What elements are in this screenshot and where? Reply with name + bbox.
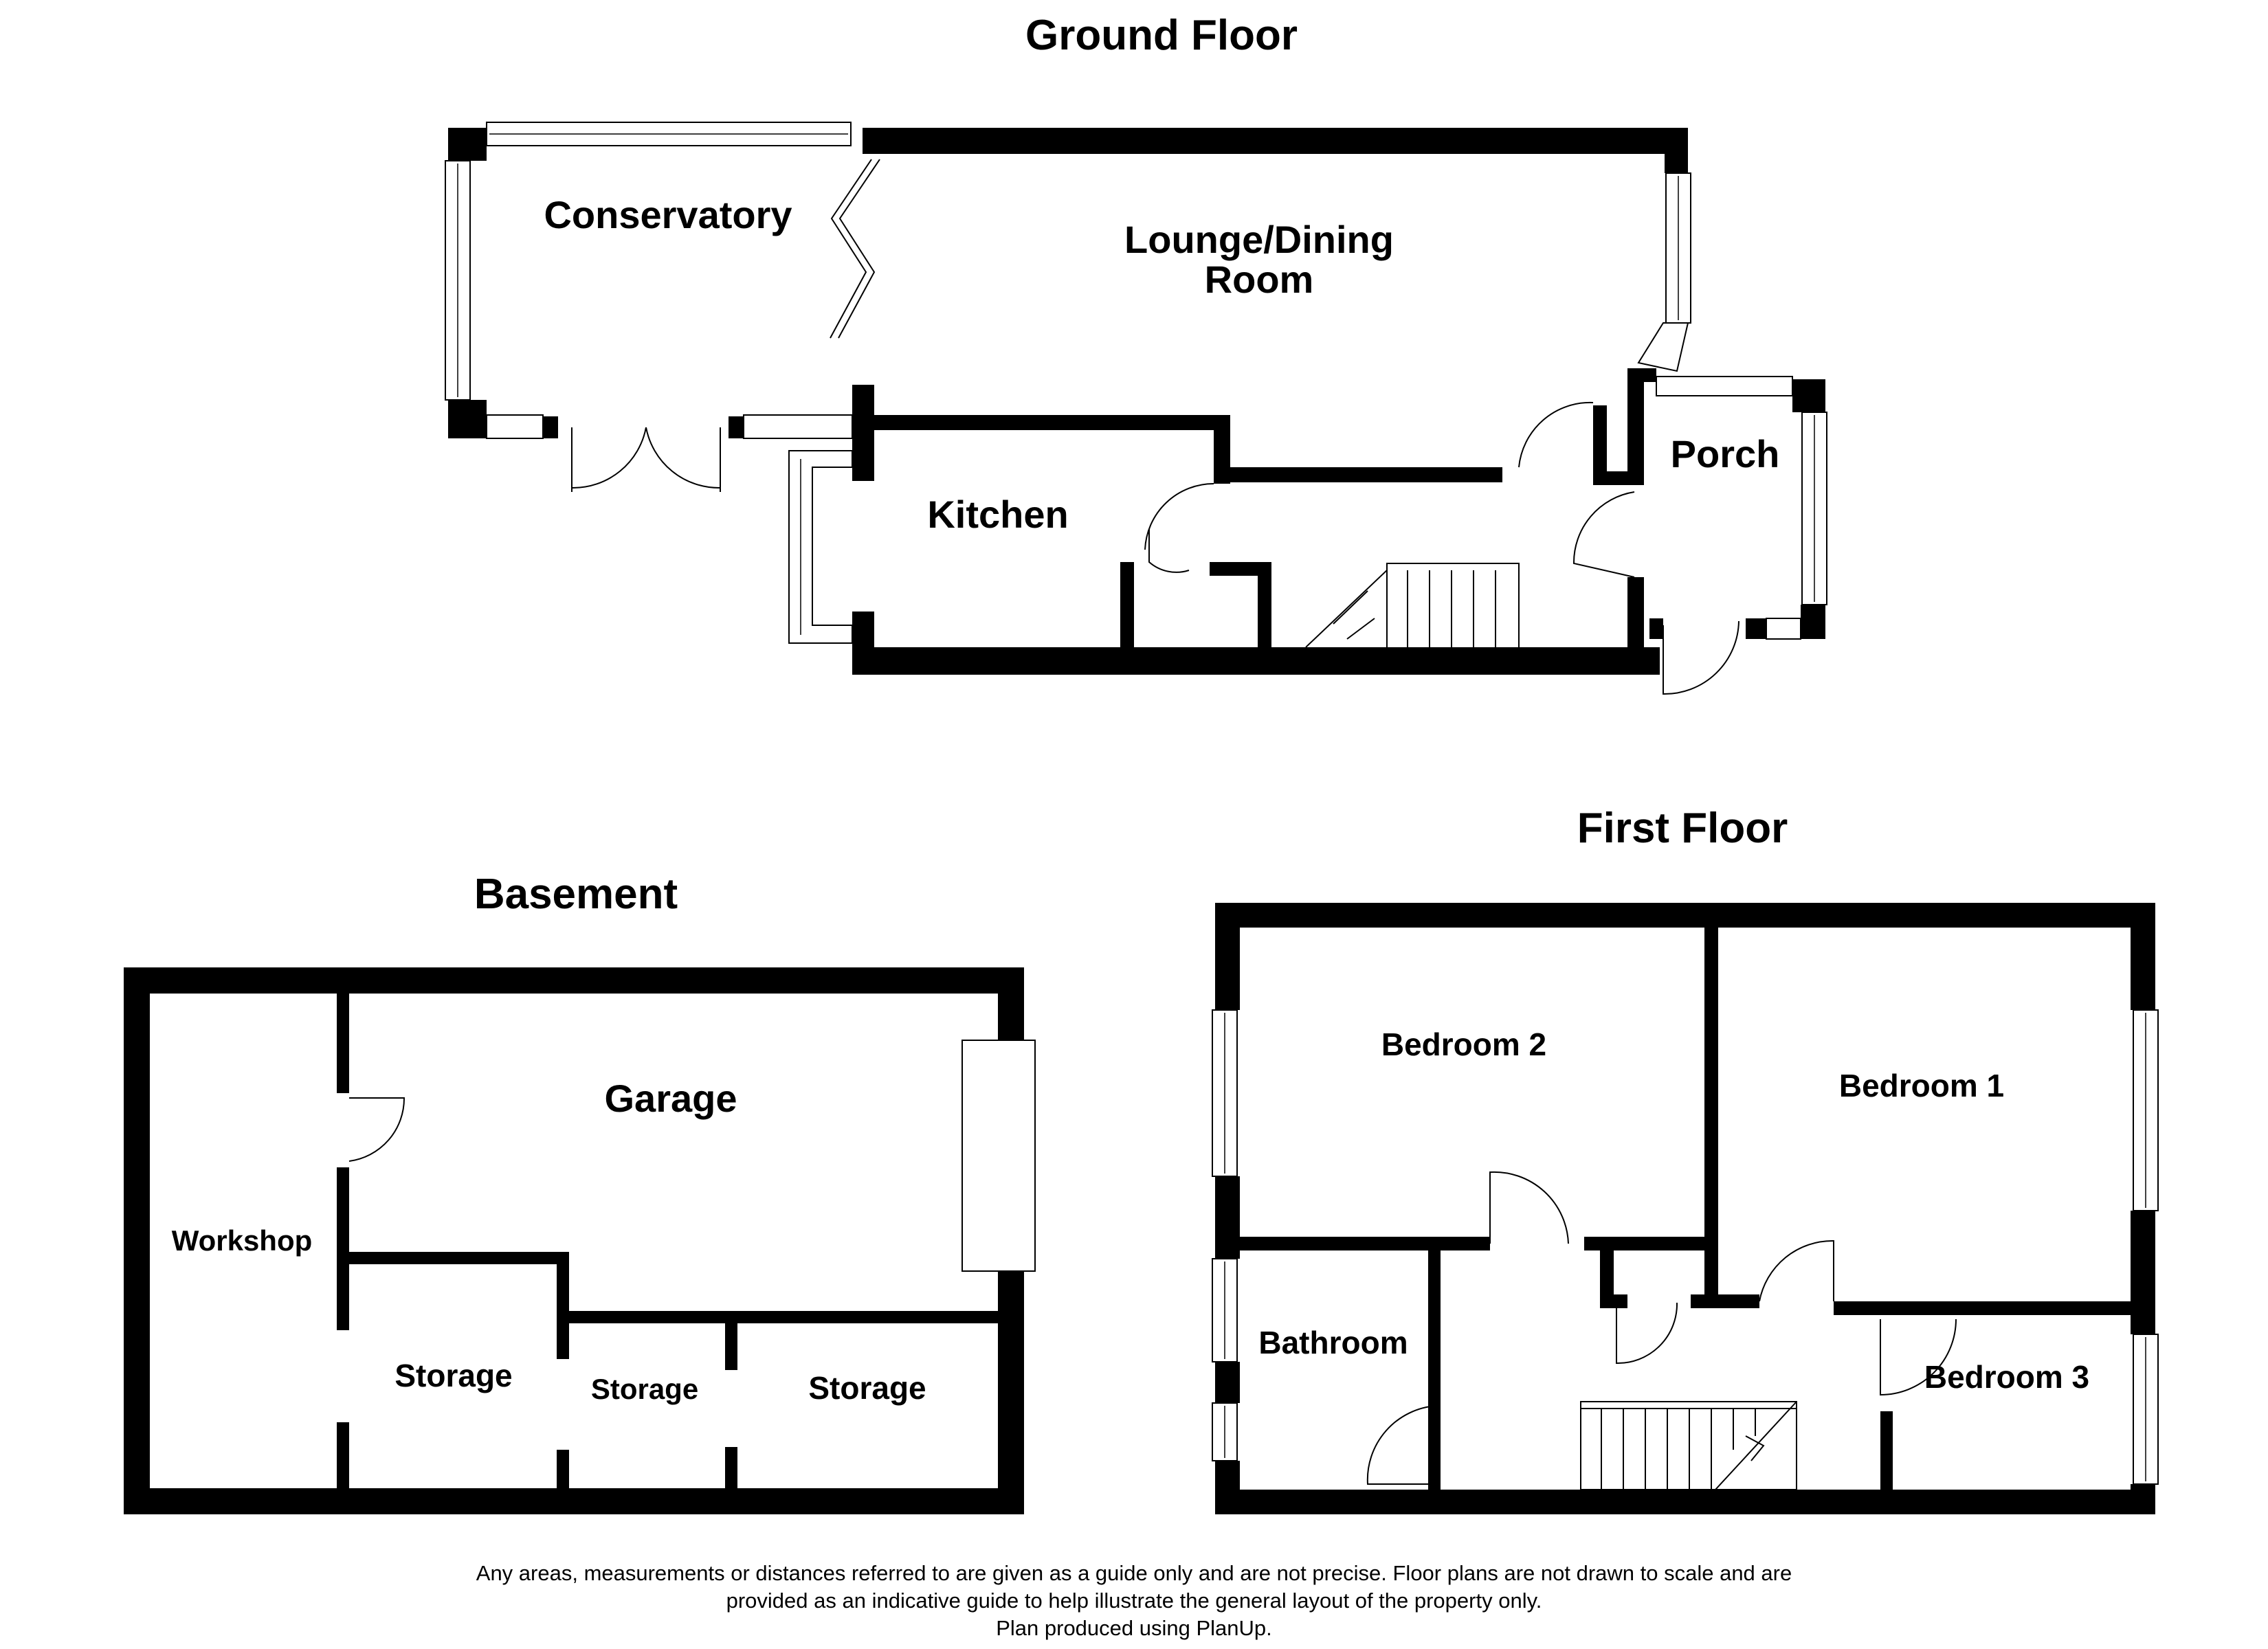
ground-floor-windows (445, 122, 1827, 644)
room-label-bathroom: Bathroom (1258, 1325, 1408, 1360)
first-floor-walls (1215, 903, 2155, 1514)
room-label-kitchen: Kitchen (927, 493, 1068, 536)
first-floor-stairs (1580, 1401, 1797, 1490)
room-label-storage-right: Storage (808, 1370, 926, 1406)
room-label-bedroom-1: Bedroom 1 (1839, 1068, 2004, 1103)
disclaimer: Any areas, measurements or distances ref… (172, 1560, 2096, 1642)
disclaimer-line-1: Any areas, measurements or distances ref… (476, 1561, 1792, 1585)
room-label-garage: Garage (605, 1077, 737, 1120)
first-floor-doors (1366, 1171, 1957, 1485)
room-label-bedroom-3: Bedroom 3 (1924, 1359, 2089, 1395)
room-label-storage-middle: Storage (591, 1373, 698, 1405)
room-label-conservatory: Conservatory (544, 193, 792, 236)
room-label-lounge-line1: Lounge/Dining (1124, 218, 1394, 261)
room-label-lounge-line2: Room (1205, 258, 1314, 301)
basement-windows (961, 1040, 1036, 1272)
first-floor-title: First Floor (1577, 805, 1788, 852)
room-label-bedroom-2: Bedroom 2 (1381, 1027, 1546, 1062)
first-floor-plan: First Floor (1212, 805, 2159, 1514)
ground-floor-plan: Ground Floor (445, 12, 1827, 695)
first-floor-windows (1212, 1009, 2159, 1485)
basement-walls (124, 967, 1024, 1514)
basement-title: Basement (474, 871, 678, 918)
ground-floor-walls (448, 128, 1825, 675)
basement-doors (337, 1092, 405, 1169)
ground-floor-stairs (1305, 563, 1520, 648)
room-label-workshop: Workshop (172, 1224, 313, 1257)
room-label-storage-left: Storage (394, 1358, 512, 1393)
disclaimer-line-3: Plan produced using PlanUp. (996, 1616, 1272, 1640)
ground-floor-title: Ground Floor (1025, 12, 1298, 59)
room-label-porch: Porch (1671, 432, 1780, 475)
disclaimer-line-2: provided as an indicative guide to help … (726, 1589, 1542, 1613)
basement-plan: Basement Garage (124, 871, 1036, 1514)
ground-floor-doors (571, 159, 1739, 695)
